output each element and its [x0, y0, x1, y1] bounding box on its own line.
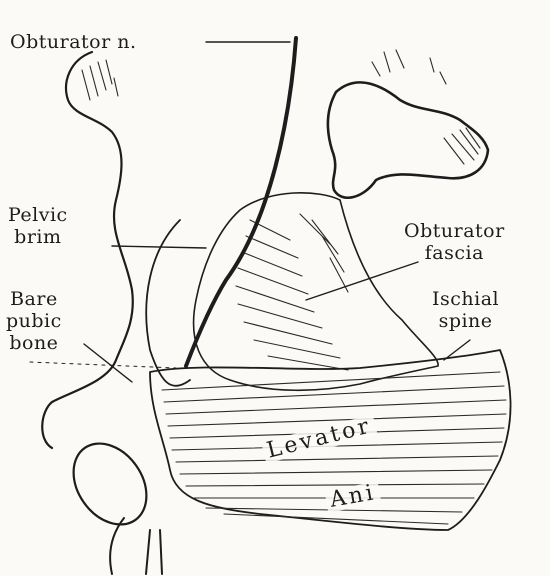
- obturator-nerve: [186, 38, 296, 366]
- label-bare-pubic-bone-line3: bone: [9, 332, 58, 354]
- pubic-bone-hatching: [82, 60, 118, 100]
- lower-vessels: [110, 518, 162, 574]
- label-pelvic-brim-line1: Pelvic: [8, 204, 68, 226]
- label-bare-pubic-bone: Bare pubic bone: [6, 288, 62, 354]
- ischium-hatching: [372, 50, 480, 164]
- label-ischial-spine: Ischial spine: [432, 288, 499, 332]
- label-obturator-fascia: Obturator fascia: [404, 220, 505, 264]
- label-obturator-fascia-line2: fascia: [425, 242, 484, 264]
- leader-pelvic-brim: [112, 246, 206, 248]
- label-pelvic-brim-line2: brim: [14, 226, 61, 248]
- label-ischial-spine-line1: Ischial: [432, 288, 499, 310]
- label-bare-pubic-bone-line1: Bare: [10, 288, 58, 310]
- obturator-region-outline: [146, 220, 190, 386]
- obturator-fascia-outline: [194, 193, 439, 390]
- ischium-outline: [328, 82, 488, 197]
- leader-obturator-fascia: [306, 262, 418, 300]
- label-ischial-spine-line2: spine: [439, 310, 493, 332]
- leader-bare-pubic-bone: [84, 344, 132, 382]
- label-bare-pubic-bone-line2: pubic: [6, 310, 62, 332]
- label-pelvic-brim: Pelvic brim: [8, 204, 68, 248]
- pubic-stump: [59, 430, 162, 539]
- pubic-bone-outline: [42, 52, 133, 448]
- label-obturator-fascia-line1: Obturator: [404, 220, 505, 242]
- label-obturator-nerve: Obturator n.: [10, 31, 137, 53]
